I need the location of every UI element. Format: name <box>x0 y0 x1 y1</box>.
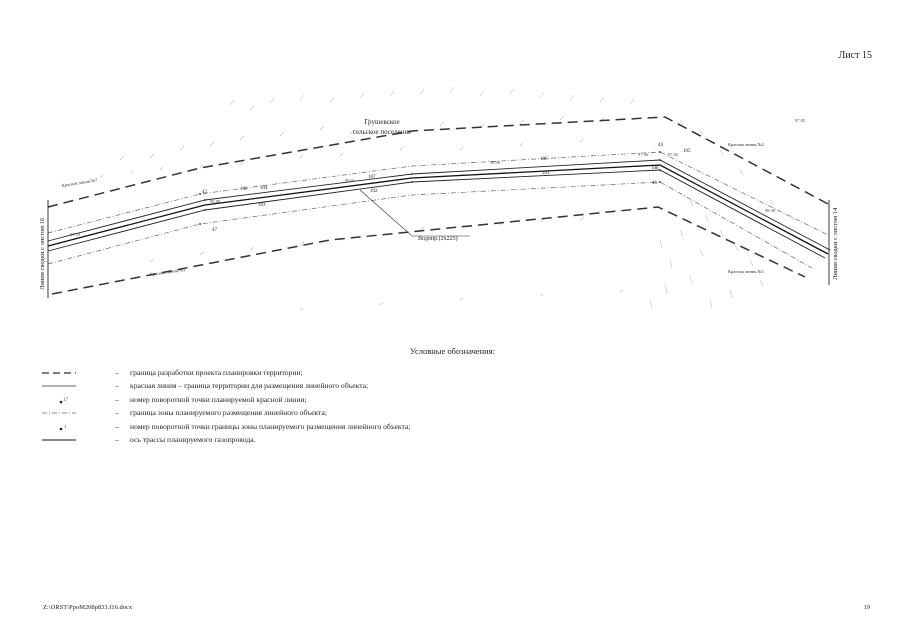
pipeline-label: Водопр.(2х225) <box>418 235 458 242</box>
elevation-label: 97.10 <box>70 232 81 237</box>
elevation-label: 98.30 <box>765 208 776 213</box>
turning-points: 42 106 44 46 47 106 105 108 101 102 103 … <box>202 143 691 233</box>
point-label: 46 <box>652 181 658 186</box>
settlement-label-line2: сельское поселение <box>353 128 412 136</box>
elevation-label: 99.01 <box>345 178 355 183</box>
site-plan-drawing: Водопр.(2х225) Линия сводки с листом 16 … <box>39 86 839 311</box>
legend-dash: – <box>115 394 119 404</box>
zone-boundary <box>47 151 831 269</box>
point-label: 104 <box>260 186 268 191</box>
point-markers <box>199 151 661 225</box>
point-label: 106 <box>540 157 548 162</box>
point-label: 101 <box>542 171 550 176</box>
legend-dash: – <box>115 434 119 444</box>
pipeline-axis-symbol <box>42 439 76 441</box>
legend-text: номер поворотной точки границы зоны план… <box>130 421 411 431</box>
page-number: 19 <box>863 604 871 611</box>
legend-text: ось трассы планируемого газопровода. <box>130 434 256 444</box>
pipeline-axis <box>47 164 829 255</box>
pipeline-leader <box>359 189 470 237</box>
point-label: 105 <box>683 149 691 154</box>
point-label: 42 <box>202 190 208 195</box>
legend-dash: – <box>115 381 119 391</box>
settlement-label-line1: Грушевское <box>364 118 399 126</box>
point-label: 102 <box>370 189 378 194</box>
project-boundary <box>47 116 831 295</box>
red-line-point-number: 17 <box>63 398 69 403</box>
elevation-marks: 97.10 98.80 99.01 98.09 97.06 97.05 98.3… <box>70 118 806 237</box>
legend-dash: – <box>115 421 119 431</box>
point-label: 108 <box>651 166 659 171</box>
point-label: 103 <box>258 203 266 208</box>
red-line-point-symbol: 17 <box>59 398 69 404</box>
point-label: 44 <box>658 143 664 148</box>
elevation-label: 97.05 <box>668 152 679 157</box>
footer-file-path: Z:\ORST\PpoM208p833.f16.docx <box>43 604 133 611</box>
elevation-label: 98.80 <box>210 199 221 204</box>
legend-dash: – <box>115 408 119 418</box>
point-label: 47 <box>212 228 218 233</box>
project-boundary-symbol <box>42 372 76 374</box>
legend-dash: – <box>115 368 119 377</box>
zone-point-symbol: 1 <box>59 425 67 430</box>
match-line-right-label: Линия сводки с листом 14 <box>832 207 839 280</box>
red-line-label-upper-left: Красная линия №7 <box>61 177 98 188</box>
zone-boundary-symbol <box>42 412 76 414</box>
red-line-label-lower-right: Красная линия №1 <box>728 269 764 274</box>
red-line-symbol <box>42 385 76 387</box>
red-line-label-upper-right: Красная линия №2 <box>728 142 764 147</box>
elevation-label: 98.09 <box>490 160 501 165</box>
point-label: 106 <box>240 187 248 192</box>
match-line-left-label: Линия сводки с листом 16 <box>39 217 46 290</box>
elevation-label: 97.05 <box>795 118 806 123</box>
legend-text: номер поворотной точки планируемой красн… <box>130 394 307 404</box>
legend-text: граница разработки проекта планировки те… <box>130 368 303 377</box>
terrain-hatching <box>99 86 794 311</box>
legend-text: граница зоны планируемого размещения лин… <box>130 408 327 418</box>
elevation-label: 97.06 <box>638 152 649 157</box>
red-line-label-lower-left: Красная линия №1 <box>149 267 185 277</box>
red-lines <box>47 159 831 259</box>
legend-text: красная линия – граница территории для р… <box>130 381 369 391</box>
legend-title: Условные обозначения: <box>409 346 495 356</box>
point-label: 107 <box>368 175 376 180</box>
sheet-label: Лист 15 <box>838 50 872 61</box>
zone-point-number: 1 <box>64 425 67 430</box>
